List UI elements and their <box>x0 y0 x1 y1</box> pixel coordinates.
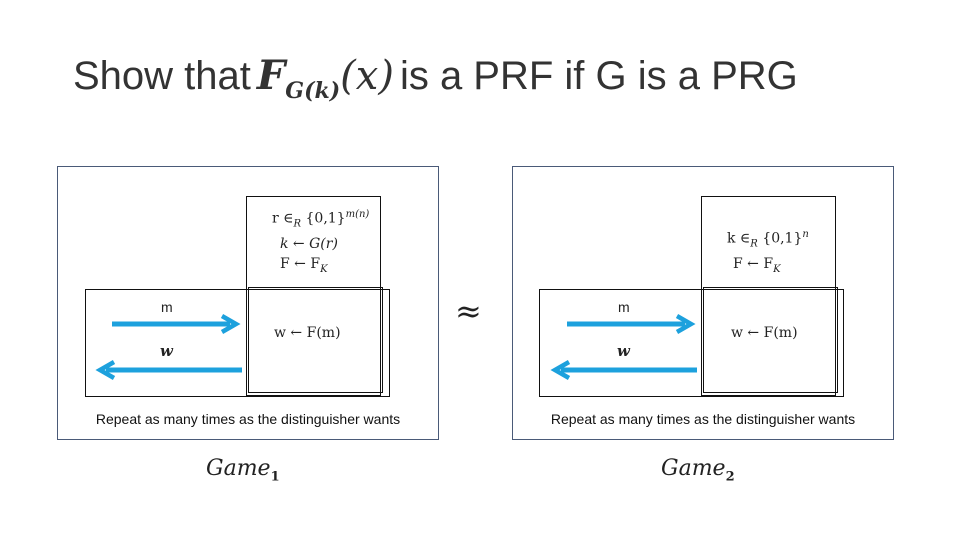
game-1-query-arrow <box>112 314 241 334</box>
game-2-message-label: m <box>618 299 630 315</box>
game-1-setup-line-2: k ← G(r) <box>280 236 338 253</box>
game-2-repeat-note: Repeat as many times as the distinguishe… <box>550 411 856 427</box>
game-1-response-label: w <box>160 342 173 360</box>
game-1-oracle-box <box>248 287 383 393</box>
game-2-challenger-box <box>701 196 836 396</box>
game-2-distinguisher-box <box>539 289 844 397</box>
title-prefix: Show that <box>73 54 251 98</box>
game-2-setup: k ∈R {0,1}n F ← FK <box>727 225 809 280</box>
game-2-setup-line-3: F ← FK <box>733 256 781 276</box>
game-2-frame: k ∈R {0,1}n F ← FK m w w ← F(m) Repeat a… <box>512 166 894 440</box>
title-formula: FG(k)(x) <box>256 52 394 104</box>
game-1-setup: r ∈R {0,1}m(n) k ← G(r) F ← FK <box>272 205 369 280</box>
game-2-query-arrow <box>567 314 696 334</box>
game-1-frame: r ∈R {0,1}m(n) k ← G(r) F ← FK m w w ← F… <box>57 166 439 440</box>
game-1-setup-line-3: F ← FK <box>280 256 328 276</box>
game-1-setup-line-1: r ∈R {0,1}m(n) <box>272 209 370 230</box>
game-2-oracle-box <box>703 287 838 393</box>
game-2-oracle-computation: w ← F(m) <box>731 325 798 341</box>
slide-title: Show that FG(k)(x) is a PRF if G is a PR… <box>73 52 798 112</box>
game-1-challenger-box <box>246 196 381 396</box>
game-1-message-label: m <box>161 299 173 315</box>
indistinguishable-symbol: ≈ <box>455 292 482 330</box>
game-2-name: Game2 <box>661 456 735 485</box>
game-1-distinguisher-box <box>85 289 390 397</box>
game-2-response-arrow <box>550 360 697 380</box>
game-2-setup-line-1: k ∈R {0,1}n <box>727 229 809 250</box>
game-1-response-arrow <box>95 360 242 380</box>
game-1-repeat-note: Repeat as many times as the distinguishe… <box>95 411 401 427</box>
game-1-oracle-computation: w ← F(m) <box>274 325 341 341</box>
game-1-name: Game1 <box>206 456 280 485</box>
title-suffix: is a PRF if G is a PRG <box>399 54 798 98</box>
game-2-response-label: w <box>617 342 630 360</box>
